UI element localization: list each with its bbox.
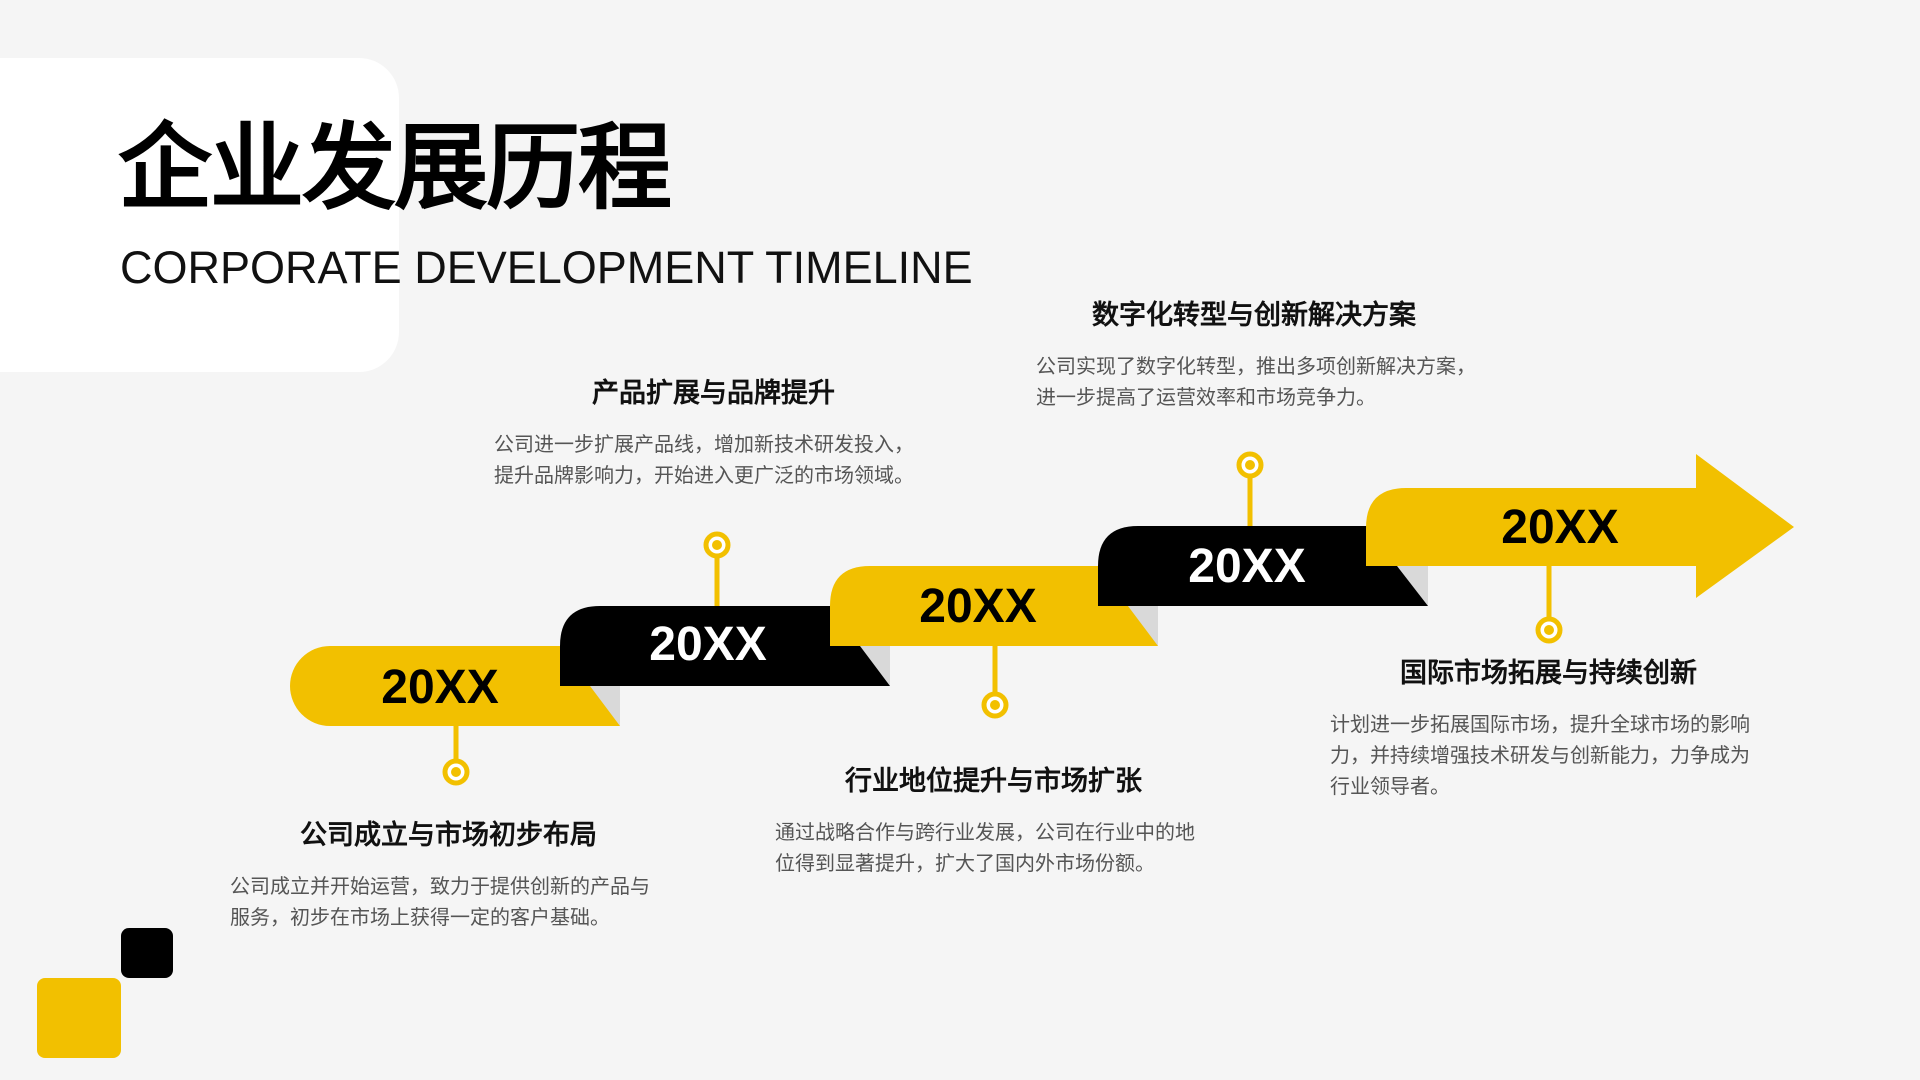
- year-label-2: 20XX: [649, 618, 766, 671]
- decor-square-black: [121, 928, 173, 978]
- milestone-description: 通过战略合作与跨行业发展，公司在行业中的地 位得到显著提升，扩大了国内外市场份额…: [775, 820, 1195, 875]
- year-label-5: 20XX: [1501, 501, 1618, 554]
- milestone-description: 公司进一步扩展产品线，增加新技术研发投入， 提升品牌影响力，开始进入更广泛的市场…: [494, 432, 914, 487]
- pin-dot: [451, 767, 461, 777]
- milestone-4: 数字化转型与创新解决方案 公司实现了数字化转型，推出多项创新解决方案， 进一步提…: [1036, 302, 1496, 413]
- pin-dot: [712, 540, 722, 550]
- pin-dot: [1544, 625, 1554, 635]
- timeline-arrow: [1366, 454, 1794, 598]
- decor-square-yellow: [37, 978, 121, 1058]
- milestone-heading: 产品扩展与品牌提升: [592, 378, 835, 409]
- year-label-3: 20XX: [919, 580, 1036, 633]
- milestone-heading: 国际市场拓展与持续创新: [1400, 658, 1697, 689]
- milestone-1: 公司成立与市场初步布局 公司成立并开始运营，致力于提供创新的产品与 服务，初步在…: [230, 822, 690, 933]
- year-label-1: 20XX: [381, 661, 498, 714]
- timeline-band-1: [290, 646, 620, 726]
- milestone-heading: 公司成立与市场初步布局: [300, 820, 597, 851]
- timeline-band-4: [1098, 526, 1428, 606]
- milestone-3: 行业地位提升与市场扩张 通过战略合作与跨行业发展，公司在行业中的地 位得到显著提…: [775, 768, 1235, 879]
- milestone-heading: 行业地位提升与市场扩张: [845, 766, 1142, 797]
- page-subtitle: CORPORATE DEVELOPMENT TIMELINE: [120, 242, 973, 293]
- milestone-description: 公司成立并开始运营，致力于提供创新的产品与 服务，初步在市场上获得一定的客户基础…: [230, 874, 650, 929]
- milestone-heading: 数字化转型与创新解决方案: [1092, 300, 1416, 331]
- pin-dot: [990, 700, 1000, 710]
- timeline-band-2: [560, 606, 890, 686]
- milestone-description: 公司实现了数字化转型，推出多项创新解决方案， 进一步提高了运营效率和市场竞争力。: [1036, 354, 1476, 409]
- milestone-2: 产品扩展与品牌提升 公司进一步扩展产品线，增加新技术研发投入， 提升品牌影响力，…: [494, 380, 954, 491]
- title-card: [0, 58, 399, 372]
- page-title: 企业发展历程: [118, 114, 672, 223]
- pin-dot: [1245, 460, 1255, 470]
- timeline-band-3: [830, 566, 1158, 646]
- milestone-5: 国际市场拓展与持续创新 计划进一步拓展国际市场，提升全球市场的影响 力，并持续增…: [1330, 660, 1790, 802]
- milestone-description: 计划进一步拓展国际市场，提升全球市场的影响 力，并持续增强技术研发与创新能力，力…: [1330, 712, 1750, 798]
- year-label-4: 20XX: [1188, 540, 1305, 593]
